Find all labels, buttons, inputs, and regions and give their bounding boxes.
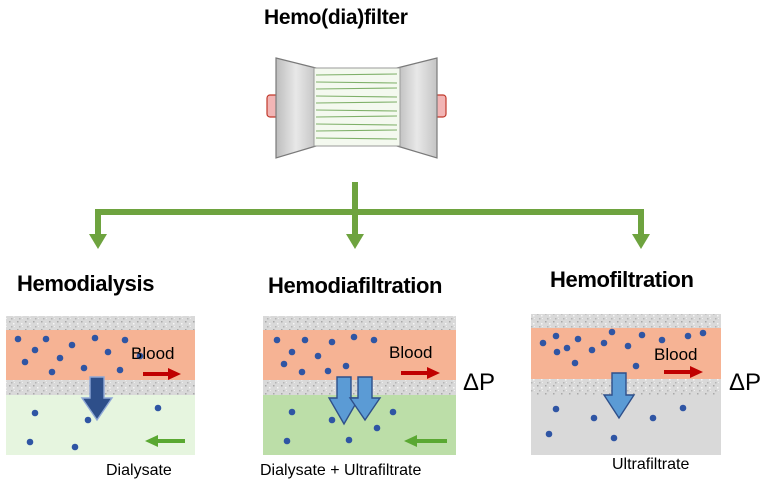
caption-dialysate-ultrafiltrate: Dialysate + Ultrafiltrate <box>260 462 422 479</box>
connector-arrow-hemofiltration <box>632 234 650 249</box>
blood-label-hemodiafiltration: Blood <box>389 343 433 362</box>
hemodiafilter-device-icon <box>266 57 447 159</box>
pressure-delta-hemofiltration: ΔP <box>729 369 762 396</box>
convection-arrow-left <box>327 376 361 426</box>
panel-hemodiafiltration <box>263 316 456 455</box>
blood-particles <box>273 333 378 376</box>
convection-arrow-right <box>348 376 382 422</box>
blood-compartment <box>6 330 195 380</box>
connector-tree <box>95 182 644 236</box>
membrane-top <box>531 314 721 328</box>
blood-label-hemodialysis: Blood <box>131 344 175 363</box>
dialysate-particles <box>283 408 397 445</box>
blood-flow-arrow <box>664 366 703 378</box>
panel-hemodialysis <box>6 316 195 455</box>
membrane-top <box>6 316 195 330</box>
ultrafiltration-arrow <box>602 372 636 420</box>
blood-particles <box>14 334 144 376</box>
diagram-title: Hemo(dia)filter <box>264 6 408 29</box>
left-end-cap <box>275 57 317 159</box>
dialysate-particles <box>26 404 162 451</box>
connector-arrow-hemodiafiltration <box>346 234 364 249</box>
hollow-fibers <box>315 73 398 140</box>
heading-hemodiafiltration: Hemodiafiltration <box>268 273 443 298</box>
heading-hemofiltration: Hemofiltration <box>550 267 694 292</box>
blood-particles <box>539 328 707 370</box>
panel-hemofiltration <box>531 314 721 455</box>
blood-flow-arrow <box>143 368 181 380</box>
dialysate-flow-arrow <box>145 435 185 447</box>
caption-ultrafiltrate: Ultrafiltrate <box>612 456 690 473</box>
pressure-delta-hemodiafiltration: ΔP <box>463 369 496 396</box>
dialysate-flow-arrow <box>404 435 447 447</box>
diffusion-arrow <box>80 376 114 422</box>
heading-hemodialysis: Hemodialysis <box>17 271 155 296</box>
membrane-top <box>263 316 456 330</box>
blood-flow-arrow <box>401 367 440 379</box>
caption-dialysate: Dialysate <box>106 462 172 479</box>
blood-label-hemofiltration: Blood <box>654 345 698 364</box>
ultrafiltrate-particles <box>545 404 687 442</box>
right-end-cap <box>396 57 438 159</box>
connector-arrow-hemodialysis <box>89 234 107 249</box>
fiber-bundle <box>313 67 401 147</box>
